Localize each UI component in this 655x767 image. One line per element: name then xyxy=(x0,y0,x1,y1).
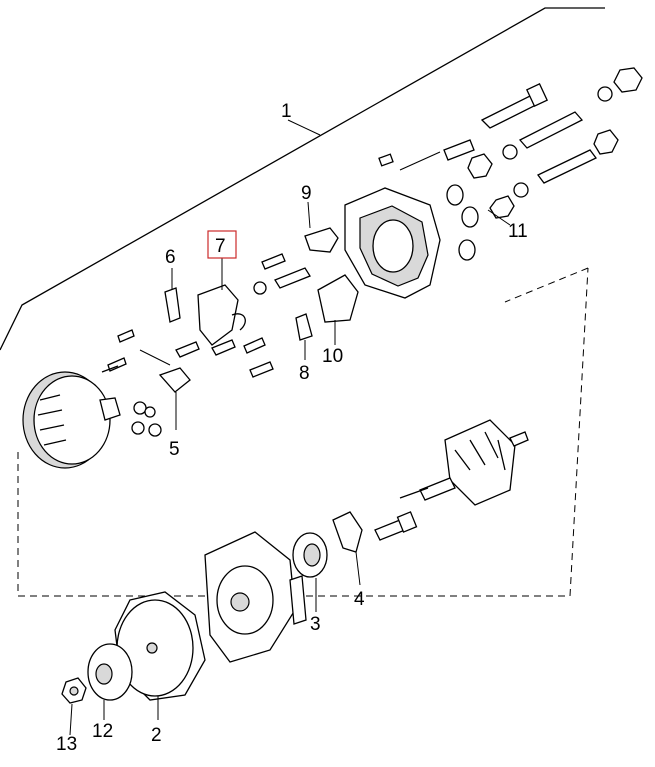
callout-7-highlight-box xyxy=(207,230,237,259)
callout-7[interactable]: 7 xyxy=(215,236,226,257)
callout-13: 13 xyxy=(56,734,77,755)
assembly-outline xyxy=(0,7,605,597)
callout-6: 6 xyxy=(165,247,176,268)
through-bolts xyxy=(399,67,643,219)
regulator-group xyxy=(139,227,359,393)
callout-3: 3 xyxy=(310,614,321,635)
callout-4: 4 xyxy=(354,589,365,610)
callout-2: 2 xyxy=(151,725,162,746)
leader-lines xyxy=(69,119,511,736)
bearing-and-retainer xyxy=(292,511,418,578)
small-screws xyxy=(101,253,286,437)
rear-cover xyxy=(22,371,121,469)
housing-sleeves xyxy=(378,153,479,261)
rear-housing xyxy=(344,187,441,299)
callout-5: 5 xyxy=(169,439,180,460)
callout-8: 8 xyxy=(299,363,310,384)
callout-1: 1 xyxy=(281,101,292,122)
fan-pulley-nut xyxy=(61,591,206,704)
callout-9: 9 xyxy=(301,183,312,204)
callout-10: 10 xyxy=(322,346,343,367)
callout-12: 12 xyxy=(92,721,113,742)
rotor xyxy=(399,419,529,506)
front-housing xyxy=(204,531,307,663)
callout-11: 11 xyxy=(508,221,528,242)
